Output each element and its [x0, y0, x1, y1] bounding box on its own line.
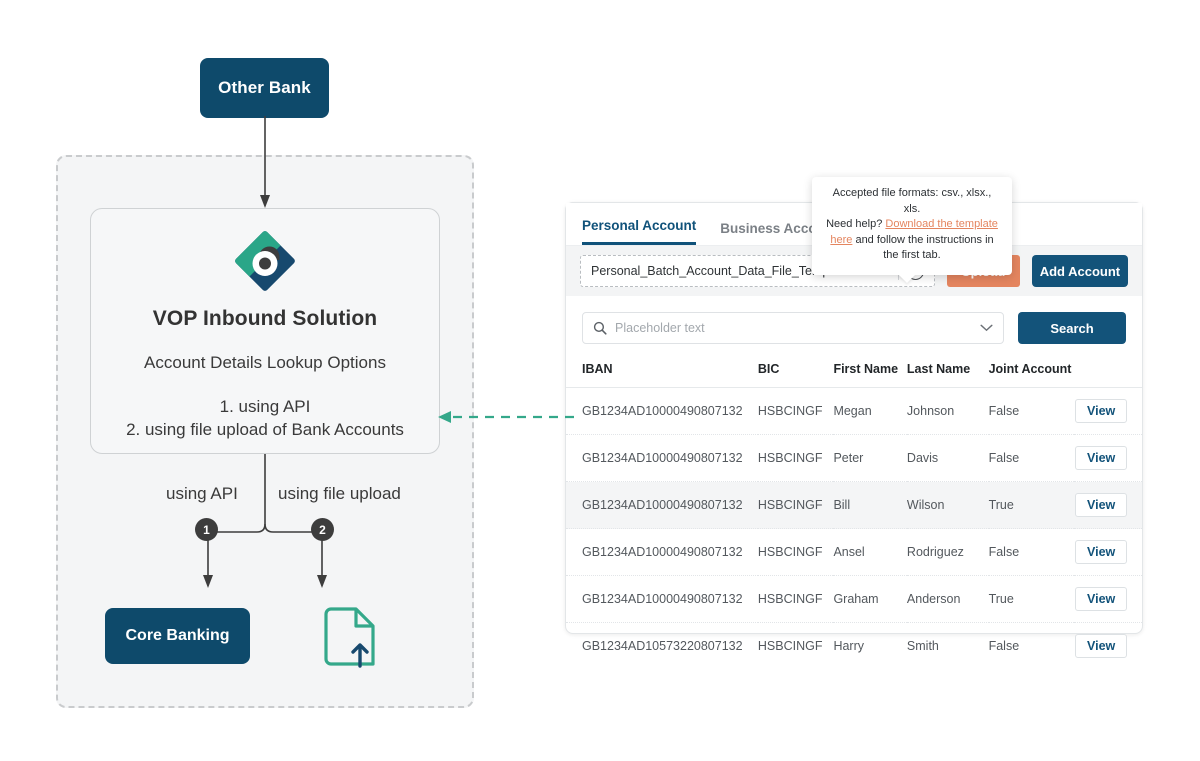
- cell-last-name: Davis: [906, 434, 989, 482]
- accounts-table-head: IBAN BIC First Name Last Name Joint Acco…: [566, 350, 1142, 388]
- column-header-bic: BIC: [757, 350, 834, 388]
- cell-first-name: Harry: [833, 639, 864, 653]
- search-toolbar: Placeholder text Search: [566, 296, 1142, 344]
- cell-bic: HSBCINGF: [757, 434, 834, 482]
- search-placeholder: Placeholder text: [615, 321, 705, 335]
- tooltip-line-2: Need help? Download the template here an…: [824, 217, 1000, 264]
- table-header-row: IBAN BIC First Name Last Name Joint Acco…: [566, 350, 1142, 388]
- view-button[interactable]: View: [1075, 399, 1128, 423]
- architecture-diagram: Other Bank VOP Inbound Solution Ac: [0, 0, 520, 761]
- cell-last-name: Rodriguez: [906, 528, 989, 576]
- tab-personal-account[interactable]: Personal Account: [582, 218, 697, 245]
- tooltip-suffix: and follow the instructions in the first…: [852, 233, 994, 262]
- cell-joint-account: True: [988, 575, 1075, 623]
- tab-business-account-label: Business Account: [720, 221, 838, 236]
- column-header-last-name: Last Name: [906, 350, 989, 388]
- step-badge-2: 2: [311, 518, 334, 541]
- vop-brand-logo: [233, 229, 297, 293]
- cell-first-name: Megan: [833, 387, 907, 435]
- cell-bic: HSBCINGF: [757, 639, 823, 653]
- column-header-iban: IBAN: [566, 350, 758, 388]
- cell-last-name: Wilson: [906, 481, 989, 529]
- branch-label-using-api: using API: [166, 484, 238, 503]
- add-account-button[interactable]: Add Account: [1031, 255, 1128, 287]
- column-header-first-name: First Name: [833, 350, 907, 388]
- cell-first-name: Bill: [833, 481, 907, 529]
- cell-joint-account: False: [988, 387, 1075, 435]
- file-format-tooltip: Accepted file formats: csv., xlsx., xls.…: [812, 177, 1012, 275]
- chevron-down-icon[interactable]: [980, 324, 993, 332]
- cell-iban: GB1234AD10000490807132: [566, 575, 758, 623]
- cell-joint-account: False: [988, 528, 1075, 576]
- view-button[interactable]: View: [1075, 493, 1128, 517]
- step-badge-2-label: 2: [319, 522, 326, 537]
- search-icon: [593, 321, 607, 335]
- cell-iban: GB1234AD10000490807132: [566, 387, 758, 435]
- view-button[interactable]: View: [1075, 446, 1128, 470]
- solution-options: 1. using API 2. using file upload of Ban…: [126, 395, 404, 441]
- dashed-arrow-left-icon: [438, 411, 574, 423]
- cell-first-name: Peter: [833, 434, 907, 482]
- cell-first-name: Ansel: [833, 528, 907, 576]
- file-upload-icon: [322, 606, 380, 668]
- cell-actions: View: [1074, 528, 1142, 576]
- cell-actions: View: [1074, 575, 1142, 623]
- arrow-other-bank-to-solution: [260, 116, 270, 208]
- tab-business-account[interactable]: Business Account: [720, 221, 837, 245]
- search-input[interactable]: Placeholder text: [582, 312, 1004, 344]
- search-button[interactable]: Search: [1018, 312, 1126, 344]
- option-using-api: 1. using API: [219, 397, 311, 416]
- accounts-table: IBAN BIC First Name Last Name Joint Acco…: [566, 350, 1142, 669]
- vop-inbound-solution-card: VOP Inbound Solution Account Details Loo…: [90, 208, 440, 454]
- download-template-link[interactable]: Download the template here: [830, 218, 998, 246]
- cell-actions: View: [1074, 387, 1142, 435]
- other-bank-label: Other Bank: [218, 78, 311, 97]
- tooltip-line-1: Accepted file formats: csv., xlsx., xls.: [832, 187, 992, 215]
- cell-joint-account: False: [988, 434, 1075, 482]
- cell-actions: View: [1074, 434, 1142, 482]
- column-header-actions: [1074, 350, 1142, 388]
- view-button[interactable]: View: [1075, 540, 1128, 564]
- cell-last-name: Johnson: [906, 387, 989, 435]
- core-banking-node[interactable]: Core Banking: [105, 608, 250, 664]
- branch-label-using-file-upload: using file upload: [278, 484, 401, 503]
- column-header-joint-account: Joint Account: [988, 350, 1075, 388]
- cell-bic: HSBCINGF: [757, 528, 834, 576]
- cell-iban: GB1234AD10573220807132: [582, 639, 743, 653]
- cell-actions: View: [1074, 481, 1142, 529]
- cell-iban: GB1234AD10000490807132: [566, 434, 758, 482]
- view-button[interactable]: View: [1075, 587, 1128, 611]
- cell-bic: HSBCINGF: [757, 387, 834, 435]
- solution-subtitle: Account Details Lookup Options: [144, 353, 386, 372]
- cell-actions: View: [1074, 623, 1142, 670]
- cell-bic: HSBCINGF: [757, 575, 834, 623]
- other-bank-node[interactable]: Other Bank: [200, 58, 329, 118]
- step-badge-1: 1: [195, 518, 218, 541]
- tooltip-prefix: Need help?: [826, 218, 886, 230]
- tab-personal-account-label: Personal Account: [582, 218, 697, 233]
- view-button[interactable]: View: [1075, 634, 1128, 658]
- solution-title: VOP Inbound Solution: [152, 307, 378, 330]
- table-row[interactable]: GB1234AD10573220807132 HSBCINGF Harry Smith…: [566, 623, 1142, 670]
- cell-last-name: Smith: [906, 639, 939, 653]
- option-using-file-upload: 2. using file upload of Bank Accounts: [126, 420, 404, 439]
- cell-joint-account: True: [988, 481, 1075, 529]
- file-upload-toolbar: Personal_Batch_Account_Data_File_Templat…: [566, 245, 1142, 296]
- cell-first-name: Graham: [833, 575, 907, 623]
- cell-last-name: Anderson: [906, 575, 989, 623]
- cell-iban: GB1234AD10000490807132: [566, 481, 758, 529]
- cell-iban: GB1234AD10000490807132: [566, 528, 758, 576]
- cell-bic: HSBCINGF: [757, 481, 834, 529]
- cell-joint-account: False: [988, 639, 1020, 653]
- step-badge-1-label: 1: [203, 522, 210, 537]
- core-banking-label: Core Banking: [125, 627, 230, 644]
- selected-file-name: Personal_Batch_Account_Data_File_Templat…: [591, 264, 872, 278]
